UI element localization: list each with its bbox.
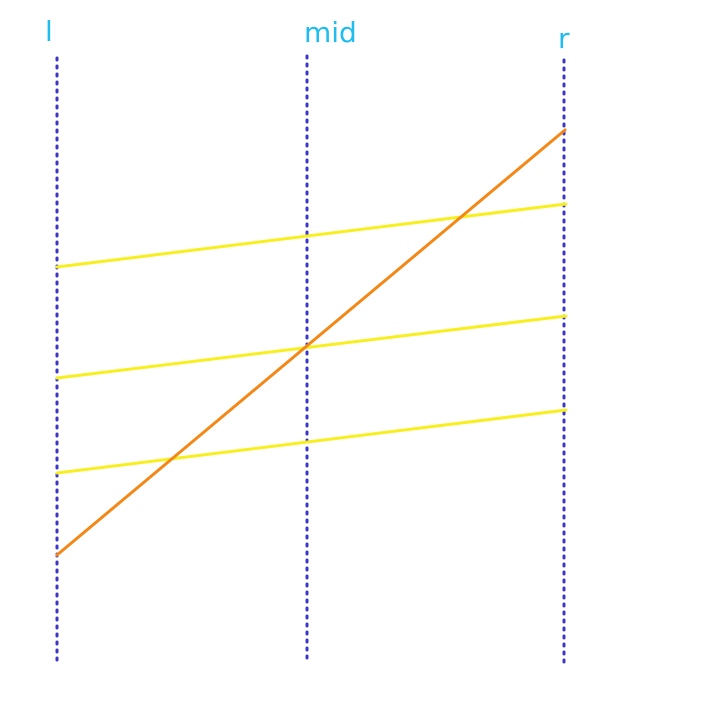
guide-labels: l mid r: [45, 15, 570, 55]
middle-yellow-line: [55, 314, 568, 380]
vertical-guides: [55, 54, 566, 664]
parallel-lines: [55, 202, 568, 475]
upper-yellow-line: [55, 202, 568, 269]
lower-yellow-line: [55, 408, 568, 475]
left-guide-label: l: [45, 15, 53, 48]
mid-guide-label: mid: [304, 16, 357, 49]
orange-diagonal-line: [55, 128, 567, 557]
right-guide-label: r: [558, 22, 570, 55]
